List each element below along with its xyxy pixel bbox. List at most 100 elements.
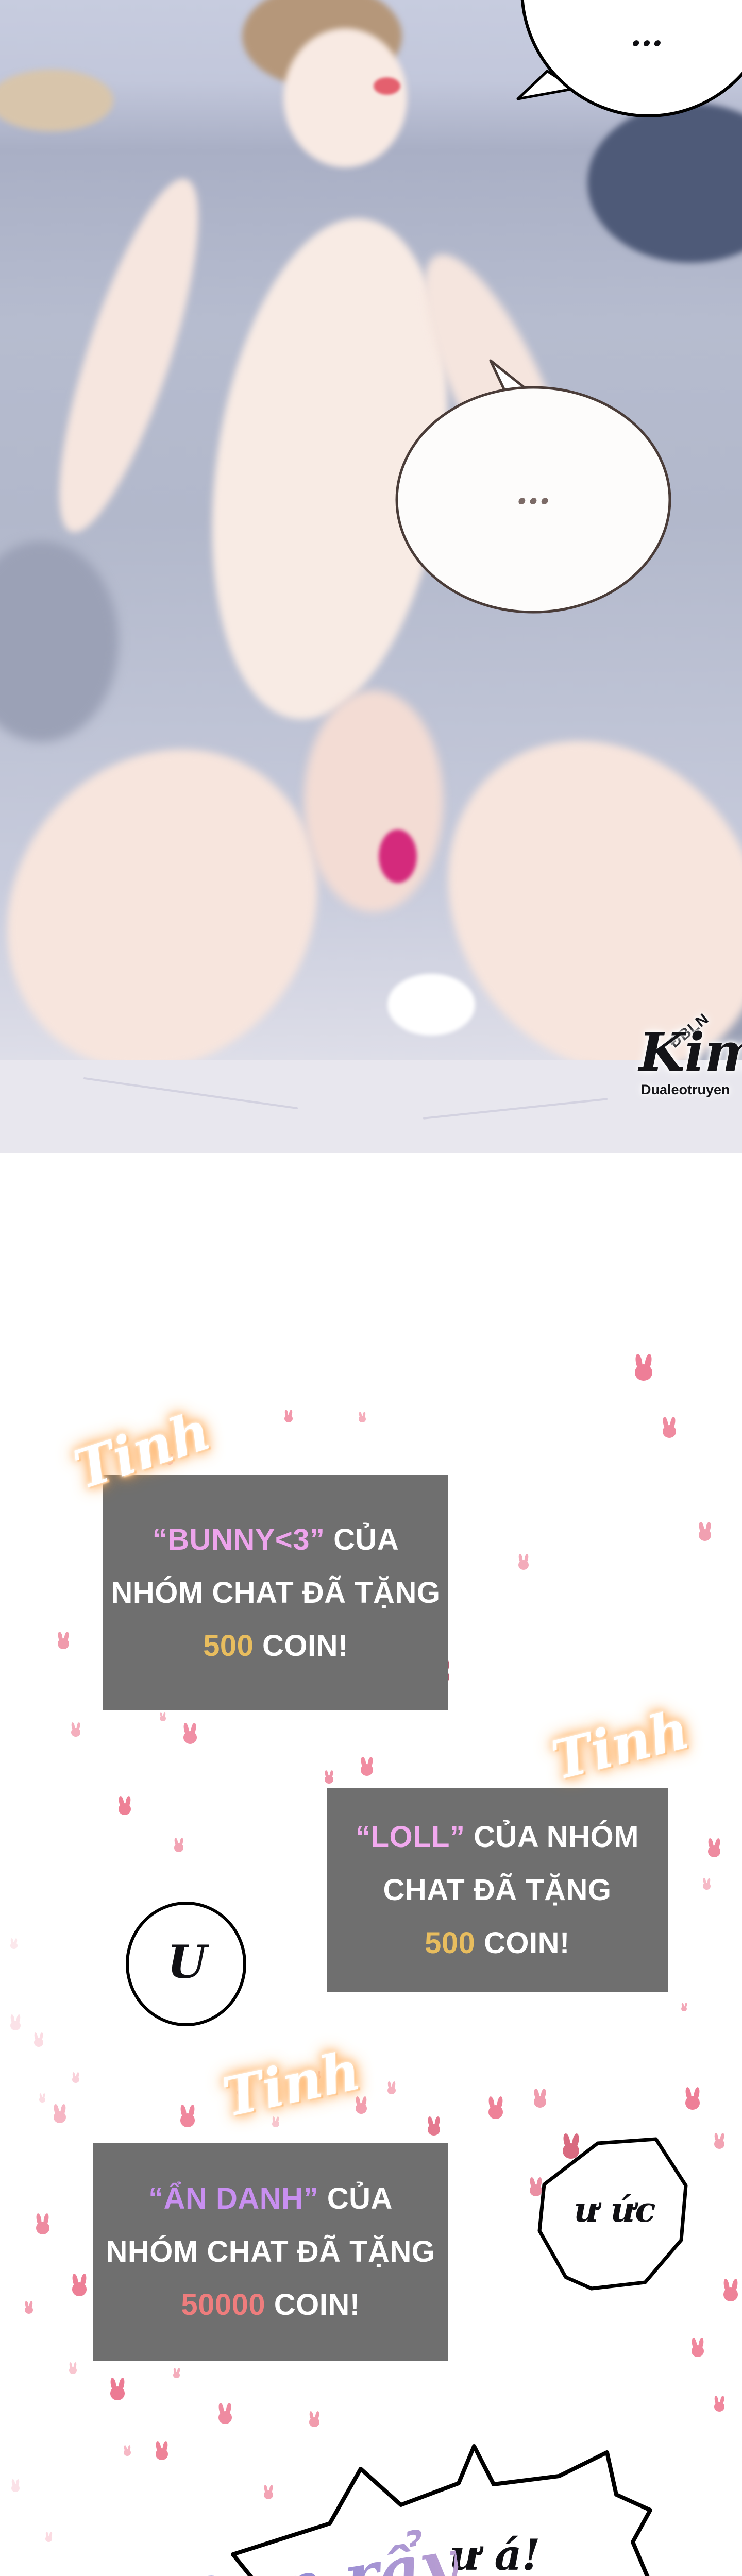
bunny-emote-icon [119, 1803, 131, 1815]
notification-text: COIN! [254, 1629, 348, 1663]
accent-shape [379, 829, 417, 883]
bunny-emote-icon [708, 1845, 720, 1857]
coin-amount: 50000 [181, 2288, 266, 2322]
bunny-emote-icon [356, 2103, 367, 2114]
coin-amount: 500 [203, 1629, 254, 1663]
watermark-name: Kim [639, 1022, 742, 1083]
notification-text: CỦA [318, 2181, 393, 2215]
bunny-emote-icon [72, 2282, 87, 2296]
bunny-emote-icon [663, 1425, 676, 1438]
notification-text: NHÓM CHAT ĐÃ TẶNG [111, 1575, 441, 1609]
bunny-emote-icon [71, 1728, 80, 1737]
notification-line: 500 COIN! [203, 1619, 348, 1672]
figure-shape [283, 28, 407, 167]
notification-line: “LOLL” CỦA NHÓM [356, 1810, 639, 1863]
donor-name: “LOLL” [356, 1820, 465, 1854]
notification-sound-label: Tinh [217, 2038, 366, 2129]
pillow-shape [0, 541, 119, 742]
bunny-emote-icon [10, 2021, 21, 2030]
bunny-emote-icon [264, 2490, 273, 2500]
bunny-emote-icon [530, 2184, 542, 2196]
bunny-emote-icon [361, 1764, 373, 1776]
bunny-emote-icon [314, 2074, 321, 2080]
sfx-u: U [167, 1935, 207, 1989]
notification-text: COIN! [265, 2288, 360, 2322]
sfx-u-uc: ư ức [574, 2190, 656, 2230]
donation-notification: Tinh “LOLL” CỦA NHÓM CHAT ĐÃ TẶNG 500 COIN! [327, 1697, 695, 1992]
figure-mouth-shape [374, 77, 400, 95]
bunny-emote-icon [488, 2105, 503, 2119]
speech-bubble-mid-text: … [516, 471, 551, 513]
notification-text: COIN! [475, 1926, 570, 1960]
bunny-emote-icon [160, 1716, 166, 1722]
bunny-emote-icon [173, 2372, 180, 2379]
bunny-emote-icon [285, 1517, 296, 1528]
bunny-emote-icon [156, 2448, 168, 2460]
speech-bubble-top-text: … [630, 15, 663, 54]
bunny-emote-icon [97, 2175, 112, 2190]
notification-sound-label: Tinh [545, 1697, 695, 1792]
bunny-emote-icon [635, 1364, 652, 1381]
bunny-emote-icon [45, 2536, 52, 2543]
top-illustration-panel [0, 0, 742, 1153]
coin-amount: 500 [425, 1926, 476, 1960]
scanlation-watermark: ĐBLN Kim Dualeotruyen [639, 1010, 742, 1108]
donation-notification: Tinh “BUNNY<3” CỦA NHÓM CHAT ĐÃ TẶNG 500 CO… [66, 1399, 448, 1710]
notification-sound-label: Tinh [66, 1398, 218, 1502]
accent-shape [387, 974, 475, 1036]
bunny-emote-icon [518, 1560, 529, 1570]
bunny-emote-icon [723, 2287, 738, 2301]
notification-text: CỦA NHÓM [465, 1820, 639, 1854]
bunny-emote-icon [69, 2367, 77, 2375]
bunny-emote-icon [34, 2038, 43, 2047]
bunny-emote-icon [692, 2345, 704, 2357]
notification-line: 50000 COIN! [181, 2278, 360, 2331]
bunny-emote-icon [563, 2143, 579, 2159]
bunny-emote-icon [180, 2113, 195, 2127]
bunny-emote-icon [428, 2124, 440, 2136]
bunny-emote-icon [237, 2088, 247, 2097]
bunny-emote-icon [309, 2417, 319, 2427]
bunny-emote-icon [183, 1731, 197, 1744]
notification-text: CHAT ĐÃ TẶNG [383, 1873, 612, 1907]
sfx-run-ray: Run rẩy [170, 2523, 463, 2576]
bunny-emote-icon [36, 2222, 49, 2234]
bunny-emote-icon [325, 1775, 333, 1784]
notification-line: “BUNNY<3” CỦA [153, 1513, 399, 1566]
bunny-emote-icon [433, 1669, 449, 1685]
headboard-shape [0, 70, 113, 131]
figure-shape [304, 690, 443, 912]
bunny-emote-icon [681, 2006, 687, 2012]
bunny-emote-icon [412, 1559, 432, 1578]
bunny-emote-icon [383, 2180, 398, 2194]
donor-name: “ẨN DANH” [148, 2181, 319, 2215]
pillow-shape [587, 103, 742, 263]
bunny-emote-icon [39, 2097, 45, 2103]
bunny-emote-icon [174, 1843, 183, 1853]
bunny-emote-icon [154, 1557, 168, 1571]
bunny-emote-icon [699, 1529, 711, 1541]
bunny-emote-icon [387, 2087, 396, 2095]
bunny-emote-icon [25, 2306, 33, 2314]
watermark-group: Dualeotruyen [641, 1082, 730, 1097]
donation-notification: Tinh “ẨN DANH” CỦA NHÓM CHAT ĐÃ TẶNG 50000 … [93, 2038, 448, 2361]
bunny-emote-icon [703, 1883, 711, 1890]
notification-line: 500 COIN! [425, 1917, 570, 1970]
notification-line: “ẨN DANH” CỦA [148, 2172, 393, 2225]
notification-text: NHÓM CHAT ĐÃ TẶNG [106, 2234, 435, 2268]
bunny-emote-icon [284, 1415, 293, 1423]
notification-text: CỦA [325, 1522, 399, 1556]
bunny-emote-icon [54, 2111, 66, 2123]
bed-sheet [0, 1060, 742, 1153]
donor-name: “BUNNY<3” [152, 1522, 325, 1556]
bunny-emote-icon [714, 2139, 724, 2149]
bunny-emote-icon [380, 1519, 389, 1528]
bunny-emote-icon [58, 1638, 69, 1649]
bunny-emote-icon [359, 1416, 366, 1423]
bunny-emote-icon [166, 1458, 173, 1465]
bunny-emote-icon [72, 2076, 79, 2083]
bunny-emote-icon [423, 2318, 439, 2334]
bunny-emote-icon [11, 2484, 20, 2493]
bunny-emote-icon [124, 2449, 131, 2456]
